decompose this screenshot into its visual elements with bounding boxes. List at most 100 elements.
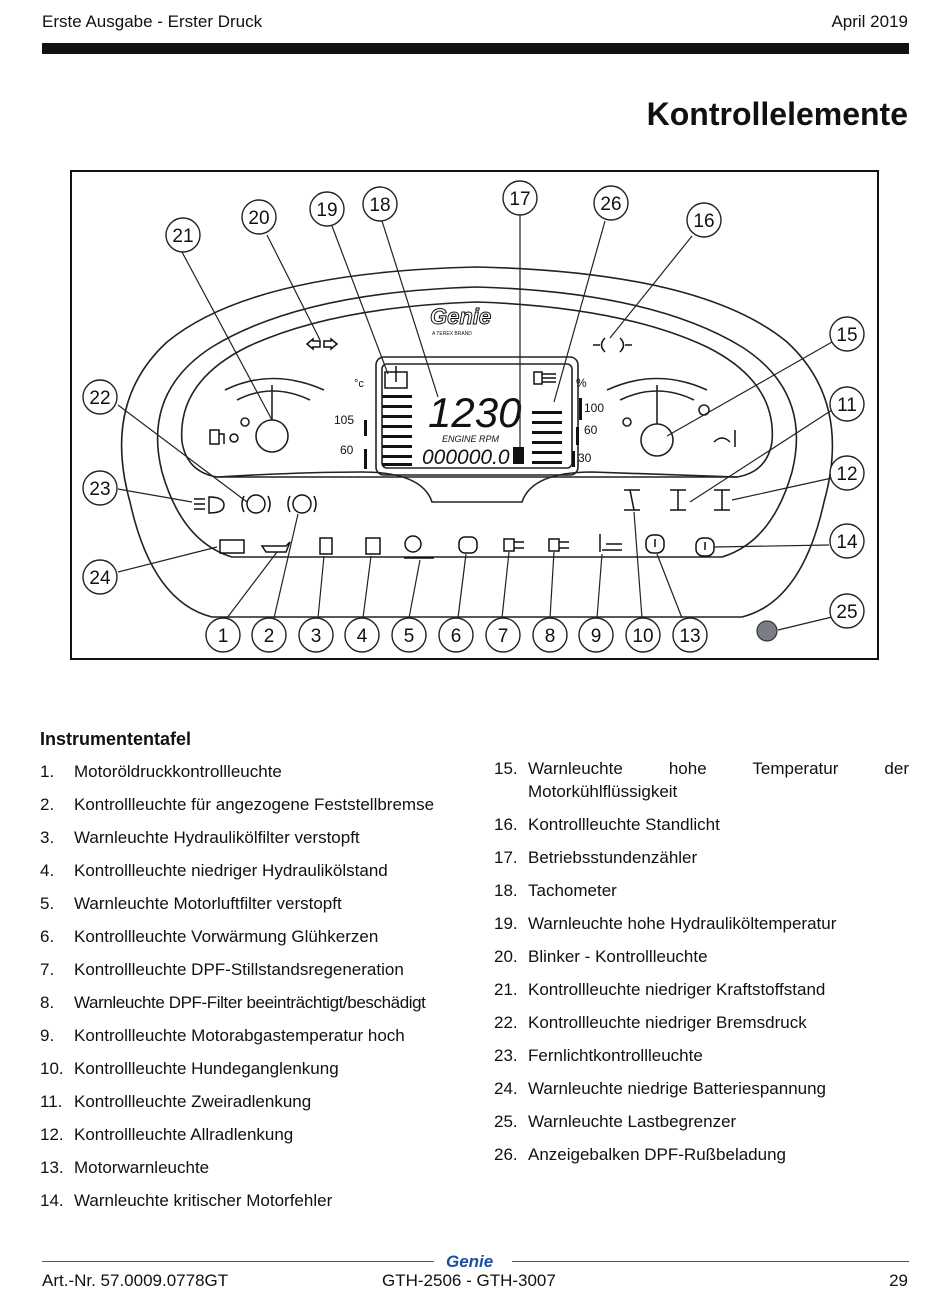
callout-20: 20 (248, 208, 269, 229)
list-item: 19.Warnleuchte hohe Hydrauliköltemperatu… (494, 914, 837, 933)
hydraulic-temp-icon (384, 366, 408, 389)
list-item: 7.Kontrollleuchte DPF-Stillstandsregener… (40, 960, 404, 979)
callout-7: 7 (498, 626, 509, 647)
pct-tick-100: 100 (584, 401, 604, 415)
list-item: 8.Warnleuchte DPF-Filter beeinträchtigt/… (40, 993, 426, 1012)
crab-steer-icon (624, 489, 640, 511)
callout-22: 22 (89, 388, 110, 409)
hydraulic-filter-icon (319, 537, 333, 555)
callout-25: 25 (836, 602, 857, 623)
pct-unit-label: % (576, 376, 587, 390)
rpm-label: ENGINE RPM (442, 434, 500, 444)
hydraulic-temp-bargraph (364, 395, 412, 469)
callout-15: 15 (836, 325, 857, 346)
list-item: 11.Kontrollleuchte Zweiradlenkung (40, 1092, 312, 1111)
callout-4: 4 (357, 626, 368, 647)
temp-tick-high: 105 (334, 413, 354, 427)
side-light-icon (593, 337, 632, 353)
callout-2: 2 (264, 626, 275, 647)
glow-plug-icon (458, 536, 478, 554)
list-item: 13.Motorwarnleuchte (40, 1158, 210, 1177)
callout-9: 9 (591, 626, 602, 647)
two-wheel-steer-icon (670, 489, 686, 511)
callout-5: 5 (404, 626, 415, 647)
list-item: 20.Blinker - Kontrollleuchte (494, 947, 708, 966)
hydraulic-level-icon (365, 537, 381, 555)
legend-list-right: 15.Warnleuchte hohe Temperatur der Motor… (494, 757, 909, 1176)
section-heading: Instrumententafel (40, 729, 192, 749)
pct-tick-30: 30 (578, 451, 592, 465)
list-item: 18.Tachometer (494, 881, 617, 900)
dpf-regen-icon (503, 538, 524, 552)
footer-rule-left (42, 1261, 434, 1262)
battery-icon (219, 539, 245, 554)
dpf-soot-bargraph (532, 398, 582, 467)
list-item: 26.Anzeigebalken DPF-Rußbeladung (494, 1145, 786, 1164)
list-item: 6.Kontrollleuchte Vorwärmung Glühkerzen (40, 927, 379, 946)
list-item: 9.Kontrollleuchte Motorabgastemperatur h… (40, 1026, 405, 1045)
edition-label: Erste Ausgabe - Erster Druck (42, 12, 263, 31)
hourglass-icon (513, 447, 524, 464)
load-limiter-lamp-icon (756, 620, 778, 642)
list-item: 4.Kontrollleuchte niedriger Hydrauliköls… (40, 861, 388, 880)
header-rule (42, 43, 909, 54)
callout-14: 14 (836, 532, 858, 553)
model-range: GTH-2506 - GTH-3007 (382, 1271, 556, 1290)
list-item: 1.Motoröldruckkontrollleuchte (40, 762, 282, 781)
air-filter-icon (404, 535, 434, 559)
brand-subtitle: A TEREX BRAND (432, 331, 472, 337)
dpf-damaged-icon (548, 538, 569, 552)
callout-19: 19 (316, 200, 337, 221)
callout-1: 1 (218, 626, 229, 647)
legend-list-left: 1.Motoröldruckkontrollleuchte 2.Kontroll… (40, 760, 460, 1222)
pct-tick-60: 60 (584, 423, 598, 437)
high-beam-icon (194, 496, 225, 514)
turn-signal-icon (305, 337, 339, 351)
oil-can-icon (260, 541, 291, 553)
temp-tick-low: 60 (340, 443, 354, 457)
list-item: 22.Kontrollleuchte niedriger Bremsdruck (494, 1013, 807, 1032)
rpm-readout: 1230 (428, 389, 522, 436)
parking-brake-icon (287, 494, 317, 514)
hour-meter-readout: 000000.0 (422, 446, 510, 469)
critical-engine-icon (695, 537, 715, 557)
four-wheel-steer-icon (714, 489, 730, 511)
part-number: Art.-Nr. 57.0009.0778GT (42, 1271, 229, 1290)
list-item: 23.Fernlichtkontrollleuchte (494, 1046, 703, 1065)
list-item: 21.Kontrollleuchte niedriger Kraftstoffs… (494, 980, 826, 999)
list-item: 12.Kontrollleuchte Allradlenkung (40, 1125, 294, 1144)
list-item: 5.Warnleuchte Motorluftfilter verstopft (40, 894, 342, 913)
coolant-temp-icon (713, 430, 736, 447)
instrument-panel-drawing: Genie A TEREX BRAND 1230 ENGINE RPM 0000… (82, 180, 865, 653)
list-item: 25.Warnleuchte Lastbegrenzer (494, 1112, 737, 1131)
list-item: 2.Kontrollleuchte für angezogene Festste… (40, 795, 435, 814)
temp-unit-label: °c (354, 378, 364, 390)
callout-24: 24 (89, 568, 111, 589)
list-item: 15.Warnleuchte hohe Temperatur der Motor… (494, 759, 909, 801)
exhaust-temp-icon (599, 534, 622, 552)
callout-3: 3 (311, 626, 322, 647)
footer-logo: Genie (446, 1252, 494, 1271)
instrument-panel-figure: Genie A TEREX BRAND 1230 ENGINE RPM 0000… (70, 170, 879, 660)
callout-6: 6 (451, 626, 462, 647)
dpf-soot-icon (533, 371, 556, 385)
callout-23: 23 (89, 479, 110, 500)
page-number: 29 (889, 1271, 908, 1290)
list-item: 3.Warnleuchte Hydraulikölfilter verstopf… (40, 828, 360, 847)
page-title: Kontrollelemente (646, 96, 908, 132)
callout-13: 13 (679, 626, 700, 647)
date-label: April 2019 (831, 12, 908, 31)
callout-18: 18 (369, 195, 390, 216)
list-item: 10.Kontrollleuchte Hundeganglenkung (40, 1059, 339, 1078)
callout-26: 26 (600, 194, 621, 215)
callout-12: 12 (836, 464, 857, 485)
callout-8: 8 (545, 626, 556, 647)
brake-pressure-icon (241, 494, 271, 514)
callout-17: 17 (509, 189, 530, 210)
list-item: 24.Warnleuchte niedrige Batteriespannung (494, 1079, 827, 1098)
fuel-pump-icon (209, 429, 239, 445)
callout-16: 16 (693, 211, 714, 232)
list-item: 14.Warnleuchte kritischer Motorfehler (40, 1191, 333, 1210)
list-item: 17.Betriebsstundenzähler (494, 848, 698, 867)
engine-warning-icon (645, 534, 665, 554)
